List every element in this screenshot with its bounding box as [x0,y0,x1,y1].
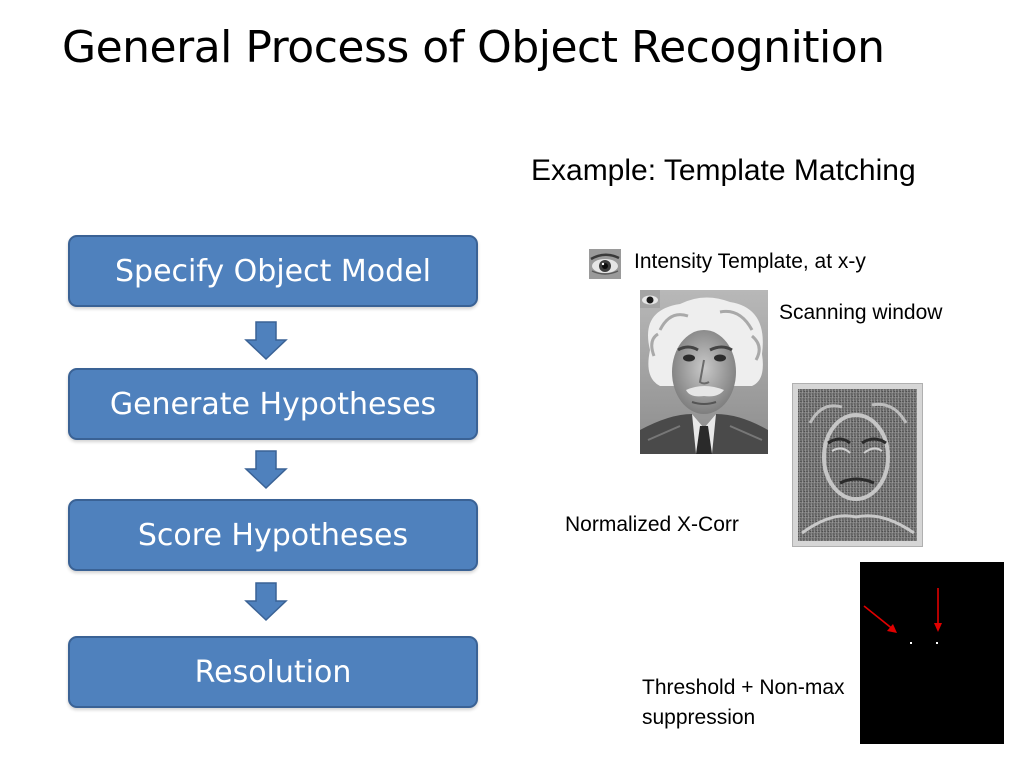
step-resolution: Resolution [68,636,478,708]
detection-peak-dot [910,642,912,644]
xcorr-map-image [792,383,923,547]
eye-template-image [589,249,621,279]
xcorr-label: Normalized X-Corr [565,513,739,536]
template-label: Intensity Template, at x-y [634,250,866,273]
scanning-window-marker [640,290,660,308]
down-arrow-icon [244,582,288,622]
step-generate-hypotheses: Generate Hypotheses [68,368,478,440]
scanning-window-label: Scanning window [779,301,943,324]
red-arrow-icon [863,605,895,631]
step-score-hypotheses: Score Hypotheses [68,499,478,571]
slide-title: General Process of Object Recognition [62,22,885,73]
threshold-label: Threshold + Non-max suppression [642,676,845,729]
step-specify-object-model: Specify Object Model [68,235,478,307]
detection-peak-dot [936,642,938,644]
down-arrow-icon [244,450,288,490]
einstein-photo-image [640,290,768,454]
threshold-result-image [860,562,1004,744]
example-heading: Example: Template Matching [531,154,916,187]
down-arrow-icon [244,321,288,361]
